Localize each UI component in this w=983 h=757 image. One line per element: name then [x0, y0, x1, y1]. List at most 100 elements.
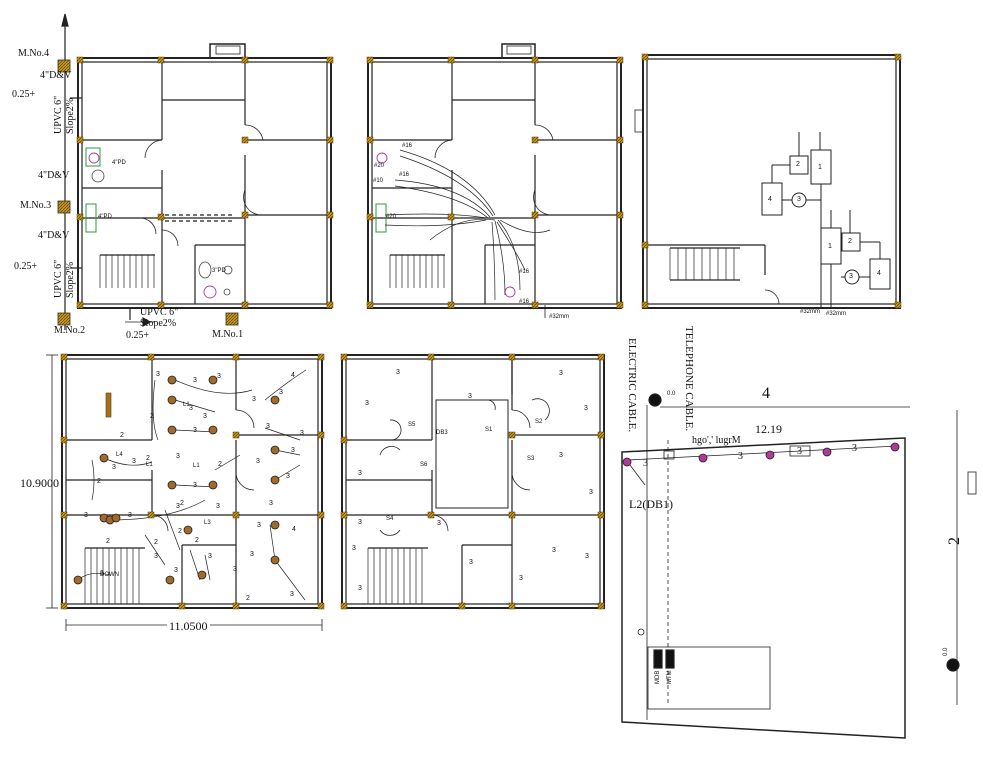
upvc-label-1: UPVC 6" [53, 95, 64, 134]
db-label: L2(DB1) [629, 497, 673, 511]
light-label-27: 3 [176, 453, 180, 460]
light-label-11: 3 [256, 458, 260, 465]
manhole-4-label: M.No.4 [18, 48, 50, 59]
manhole-3-label: M.No.3 [20, 200, 52, 211]
site-level-label: 0.0 [667, 391, 676, 397]
slope-label-2: Slope2% [65, 261, 76, 298]
power-label-11: 3 [437, 520, 441, 527]
supply-label-7: #16 [519, 299, 530, 305]
light-label-22: 3 [112, 464, 116, 471]
supply-label-3: #16 [399, 172, 410, 178]
power-switch-6: S4 [386, 516, 394, 522]
power-label-2: 3 [365, 400, 369, 407]
light-label-29: 3 [176, 503, 180, 510]
power-label-10: 3 [352, 545, 356, 552]
height-dimension: 10.9000 [20, 476, 59, 490]
plan-water-supply [367, 43, 622, 318]
upvc-label-2: UPVC 6" [53, 259, 64, 298]
light-label-13: 3 [286, 473, 290, 480]
light-label-8: 3 [266, 423, 270, 430]
distribution-board-label: DB3 [436, 430, 448, 436]
light-label-4: 3 [279, 389, 283, 396]
light-label-23: 3 [174, 567, 178, 574]
supply-label-1: #16 [402, 143, 413, 149]
light-label-15: 3 [250, 551, 254, 558]
slope-label-3: Slope2% [140, 318, 177, 329]
power-label-8: 3 [358, 470, 362, 477]
fixture-label-1: 4"PD [112, 160, 126, 166]
tank-label-1: 2 [796, 161, 800, 168]
pipe-label-3: 4"D&V [38, 230, 70, 241]
power-label-9: 3 [358, 519, 362, 526]
stair-label: DOWN [100, 572, 119, 578]
tank-label-5: 1 [828, 243, 832, 250]
power-switch-4: S6 [420, 462, 428, 468]
site-label-1: 3 [643, 458, 648, 469]
level-label-2: 0.25+ [14, 261, 38, 272]
plan-drainage [61, 13, 332, 330]
manhole-markers [57, 59, 239, 326]
switch-label-2: L1 [193, 463, 200, 469]
roof-pipe-note-1: #32mm [800, 309, 821, 315]
power-label-4: 3 [559, 370, 563, 377]
power-label-5: 3 [584, 405, 588, 412]
circuit-label-13: 4 [292, 526, 296, 533]
site-note: hgo',' lugrM [692, 435, 741, 446]
site-length: 12.19 [755, 422, 782, 436]
telephone-cable-label: TELEPHONE CABLE. [683, 326, 695, 432]
right-level-label: 0.0 [943, 647, 949, 656]
site-side-top: 4 [762, 385, 770, 402]
power-label-12: 3 [469, 559, 473, 566]
upvc-label-3: UPVC 6" [140, 307, 179, 318]
meter-right-label: MTM [667, 670, 673, 684]
tank-label-4: 3 [797, 196, 801, 203]
site-label-2: 3 [738, 451, 743, 462]
pipe-label-2: 4"D&V [38, 170, 70, 181]
pipe-label-1: 4"D&V [40, 70, 72, 81]
light-label-24: 3 [154, 553, 158, 560]
tank-label-2: 1 [818, 164, 822, 171]
power-label-15: 3 [585, 553, 589, 560]
power-label-1: 3 [396, 369, 400, 376]
power-switch-1: S5 [408, 422, 416, 428]
supply-label-6: #16 [519, 269, 530, 275]
light-label-14: 3 [257, 522, 261, 529]
site-plan [621, 393, 977, 739]
plan-roof [634, 54, 901, 309]
light-label-18: 3 [290, 591, 294, 598]
supply-pipe-note: #32mm [549, 314, 570, 320]
plan-power [341, 354, 605, 609]
plan-lighting [46, 354, 323, 631]
light-label-3: 3 [252, 396, 256, 403]
power-switch-5: S3 [527, 456, 535, 462]
slope-label-1: Slope2% [65, 97, 76, 134]
switch-label-5: L4 [116, 452, 123, 458]
power-label-14: 3 [552, 547, 556, 554]
electric-cable-label: ELECTRIC CABLE. [626, 338, 638, 433]
light-label-21: 3 [132, 458, 136, 465]
switch-label-4: L1 [146, 462, 153, 468]
tank-label-8: 4 [877, 270, 881, 277]
light-label-19: 3 [128, 512, 132, 519]
light-label-20: 3 [84, 512, 88, 519]
manhole-2-label: M.No.2 [54, 325, 86, 336]
tank-label-6: 2 [848, 238, 852, 245]
fixture-label-2: 4"PD [98, 214, 112, 220]
light-label-9: 3 [300, 430, 304, 437]
manhole-1-label: M.No.1 [212, 329, 244, 340]
circuit-label-2: 2 [146, 455, 150, 462]
circuit-label-8: 2 [180, 500, 184, 507]
column-markers [60, 53, 902, 610]
light-label-26: 3 [217, 373, 221, 380]
light-label-10: 3 [291, 447, 295, 454]
circuit-label-4: 2 [178, 528, 182, 535]
supply-label-2: #20 [374, 163, 385, 169]
site-label-4: 3 [852, 443, 857, 454]
power-label-16: 3 [358, 585, 362, 592]
light-label-30: 3 [269, 500, 273, 507]
circuit-label-3: 2 [97, 478, 101, 485]
light-label-16: 3 [233, 566, 237, 573]
level-label-3: 0.25+ [126, 330, 150, 341]
light-label-12: 3 [193, 482, 197, 489]
